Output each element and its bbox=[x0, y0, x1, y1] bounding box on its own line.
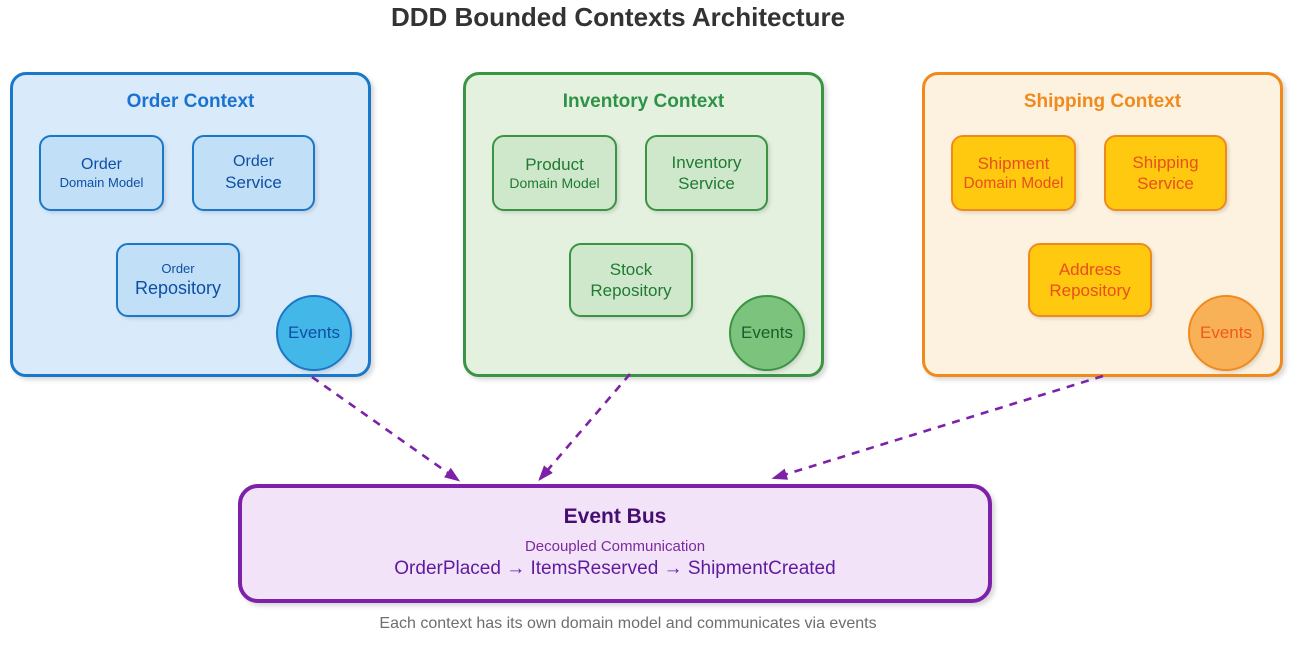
shipping-context-title: Shipping Context bbox=[1023, 91, 1182, 112]
order-context-title: Order Context bbox=[126, 91, 255, 112]
node-label-line: Repository bbox=[590, 281, 672, 300]
node-label-line: Address bbox=[1058, 259, 1122, 279]
order-context-box: Order Context Order Domain Model Order S… bbox=[10, 72, 371, 377]
inventory-context-title: Inventory Context bbox=[562, 91, 725, 112]
node-label-line: Domain Model bbox=[963, 174, 1064, 192]
shipping-context-box: Shipping Context Shipment Domain Model S… bbox=[922, 72, 1283, 377]
order-domain-model-node: Order Domain Model bbox=[39, 135, 164, 211]
event-bus-title: Event Bus bbox=[563, 505, 667, 528]
node-label-line: Service bbox=[678, 174, 735, 193]
event-bus-flow: OrderPlaced → ItemsReserved → ShipmentCr… bbox=[394, 558, 836, 579]
shipping-events-circle: Events bbox=[1188, 295, 1264, 371]
shipping-to-eventbus-arrow bbox=[771, 374, 1104, 480]
node-label-line: Repository bbox=[134, 277, 222, 298]
node-label-line: Domain Model bbox=[59, 174, 144, 190]
node-label-line: Shipping bbox=[1132, 152, 1199, 172]
address-repository-node: Address Repository bbox=[1028, 243, 1152, 317]
inventory-service-node: Inventory Service bbox=[645, 135, 768, 211]
diagram-title: DDD Bounded Contexts Architecture bbox=[390, 2, 846, 32]
node-label-line: Service bbox=[225, 173, 282, 193]
diagram-caption: Each context has its own domain model an… bbox=[379, 615, 877, 632]
shipping-service-node: Shipping Service bbox=[1104, 135, 1227, 211]
stock-repository-node: Stock Repository bbox=[569, 243, 693, 317]
node-label-line: Domain Model bbox=[509, 174, 600, 191]
node-label-line: Order bbox=[233, 153, 274, 171]
node-label-line: Inventory bbox=[671, 152, 742, 172]
order-repository-node: Order Repository bbox=[116, 243, 240, 317]
events-label: Events bbox=[1200, 323, 1252, 342]
order-to-eventbus-arrow bbox=[311, 375, 461, 482]
node-label-line: Order bbox=[81, 155, 122, 173]
event-bus-subtitle: Decoupled Communication bbox=[524, 538, 706, 555]
node-label-line: Order bbox=[161, 260, 195, 276]
inventory-to-eventbus-arrow bbox=[538, 373, 631, 481]
events-label: Events bbox=[288, 323, 340, 342]
product-domain-model-node: Product Domain Model bbox=[492, 135, 617, 211]
order-events-circle: Events bbox=[276, 295, 352, 371]
node-label-line: Product bbox=[525, 154, 584, 174]
inventory-context-box: Inventory Context Product Domain Model I… bbox=[463, 72, 824, 377]
events-label: Events bbox=[741, 323, 793, 342]
node-label-line: Repository bbox=[1049, 281, 1131, 300]
node-label-line: Service bbox=[1137, 174, 1194, 193]
node-label-line: Stock bbox=[609, 259, 653, 279]
inventory-events-circle: Events bbox=[729, 295, 805, 371]
shipment-domain-model-node: Shipment Domain Model bbox=[951, 135, 1076, 211]
order-service-node: Order Service bbox=[192, 135, 315, 211]
event-bus-box: Event Bus Decoupled Communication OrderP… bbox=[238, 484, 992, 603]
node-label-line: Shipment bbox=[977, 153, 1050, 173]
